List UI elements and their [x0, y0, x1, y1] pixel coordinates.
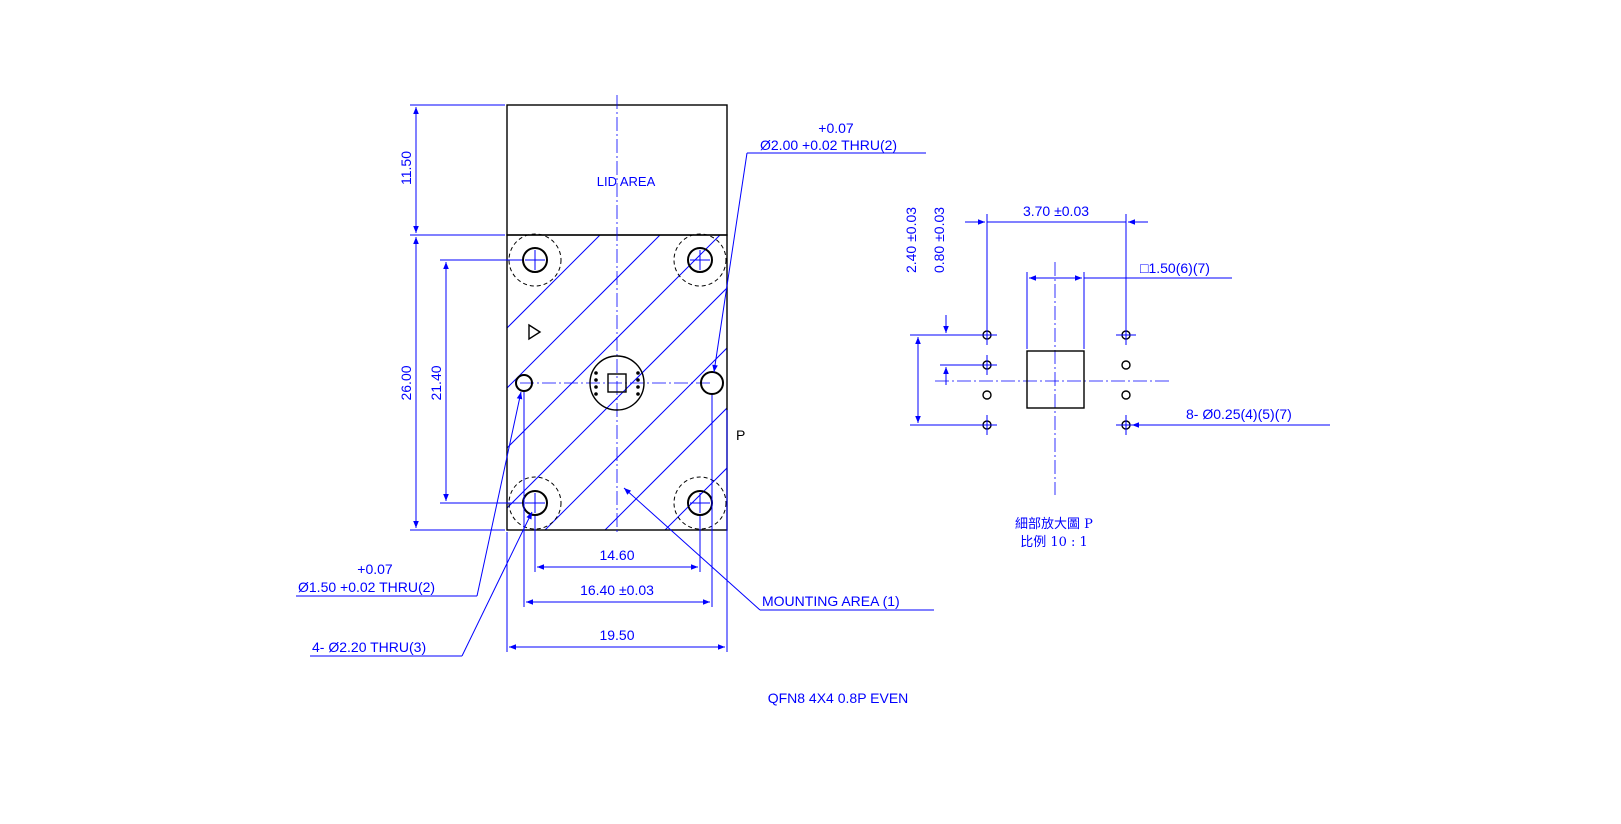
leader-detail-holes: 8- Ø0.25(4)(5)(7) — [1132, 406, 1330, 428]
central-socket — [589, 355, 645, 411]
svg-text:MOUNTING AREA (1): MOUNTING AREA (1) — [762, 593, 900, 609]
detail-marker-p: P — [736, 427, 745, 443]
svg-text:2.40 ±0.03: 2.40 ±0.03 — [903, 207, 919, 273]
svg-text:16.40 ±0.03: 16.40 ±0.03 — [580, 582, 654, 598]
svg-text:21.40: 21.40 — [428, 365, 444, 400]
main-part: LID AREA P 11.50 26.00 21.40 14.60 — [296, 95, 934, 706]
mount-hole-tl — [508, 233, 562, 287]
leader-mounting-area: MOUNTING AREA (1) — [623, 487, 934, 611]
dim-pad-row-span: 2.40 ±0.03 — [903, 207, 982, 426]
detail-square-pad — [1026, 350, 1085, 409]
dim-height-body: 26.00 — [398, 237, 505, 531]
lid-area-label: LID AREA — [597, 174, 656, 189]
dim-pin-hole-pitch: 16.40 ±0.03 — [523, 392, 713, 607]
orientation-triangle — [528, 323, 542, 341]
pin-hole-right — [700, 371, 724, 395]
svg-text:3.70 ±0.03: 3.70 ±0.03 — [1023, 203, 1089, 219]
svg-text:8- Ø0.25(4)(5)(7): 8- Ø0.25(4)(5)(7) — [1186, 406, 1292, 422]
dim-width-total: 19.50 — [506, 410, 728, 652]
svg-text:+0.07: +0.07 — [818, 120, 854, 136]
dim-col-spacing: 3.70 ±0.03 — [965, 203, 1148, 330]
mount-hole-tr — [673, 233, 727, 287]
leader-pin-hole: +0.07 Ø1.50 +0.02 THRU(2) — [296, 391, 523, 597]
dim-square: □1.50(6)(7) — [1026, 260, 1232, 349]
detail-title: 細部放大圖 P — [1015, 517, 1093, 532]
svg-text:26.00: 26.00 — [398, 365, 414, 400]
mount-hole-bl — [508, 476, 562, 530]
dim-height-lid: 11.50 — [398, 104, 505, 236]
svg-text:4- Ø2.20 THRU(3): 4- Ø2.20 THRU(3) — [312, 639, 426, 655]
svg-text:+0.07: +0.07 — [357, 561, 393, 577]
detail-view-p: 3.70 ±0.03 □1.50(6)(7) 2.40 ±0.03 0.80 ±… — [903, 203, 1330, 550]
leader-top-pin: +0.07 Ø2.00 +0.02 THRU(2) — [712, 120, 926, 373]
svg-text:19.50: 19.50 — [599, 627, 634, 643]
dim-hole-pitch-v: 21.40 — [428, 259, 522, 504]
svg-text:□1.50(6)(7): □1.50(6)(7) — [1140, 260, 1210, 276]
detail-scale: 比例 10 : 1 — [1020, 535, 1088, 550]
svg-text:Ø1.50 +0.02 THRU(2): Ø1.50 +0.02 THRU(2) — [298, 579, 435, 595]
svg-text:Ø2.00 +0.02 THRU(2): Ø2.00 +0.02 THRU(2) — [760, 137, 897, 153]
svg-text:14.60: 14.60 — [599, 547, 634, 563]
svg-text:11.50: 11.50 — [398, 151, 414, 185]
dim-hole-pitch-h: 14.60 — [534, 516, 701, 572]
leader-mount-holes: 4- Ø2.20 THRU(3) — [310, 511, 533, 657]
drawing-title: QFN8 4X4 0.8P EVEN — [768, 690, 909, 706]
pin-hole-left — [515, 374, 533, 392]
svg-text:0.80 ±0.03: 0.80 ±0.03 — [931, 207, 947, 273]
detail-holes — [977, 325, 1136, 435]
dim-pad-pitch: 0.80 ±0.03 — [931, 207, 982, 385]
